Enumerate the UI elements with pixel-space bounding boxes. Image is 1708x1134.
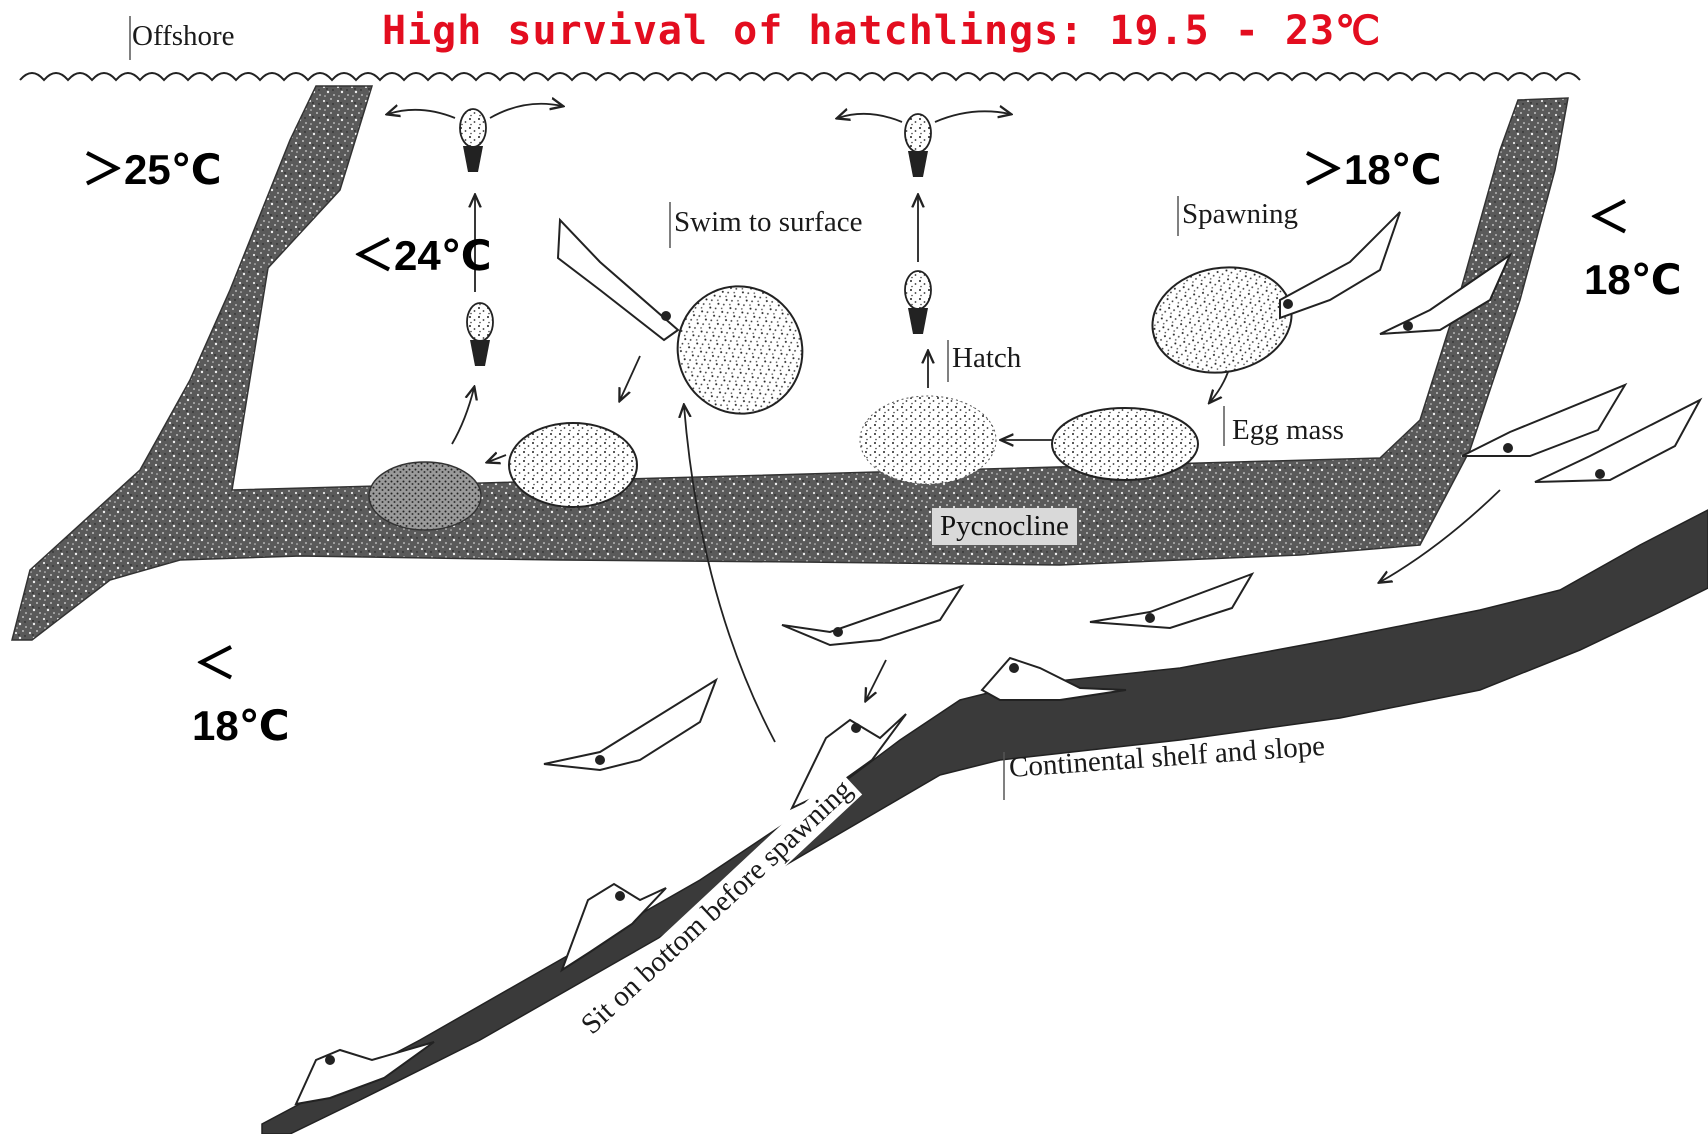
offshore-label: Offshore [132, 20, 235, 53]
egg-mass-released [1052, 408, 1198, 480]
spawning-squid-left [558, 220, 823, 434]
spawning-squid-right [1144, 212, 1400, 383]
egg-mass-on-pycnocline-dense [369, 462, 481, 530]
temp-gt-18: ＞18℃ [1302, 146, 1442, 194]
arrow-hatchling-right-out [490, 104, 562, 118]
hatch-label: Hatch [952, 342, 1021, 375]
egg-mass-on-pycnocline [509, 423, 637, 507]
spawning-label: Spawning [1182, 198, 1298, 231]
temp-lt-18-right-value: 18℃ [1584, 256, 1682, 304]
arrow-surface-right-out [935, 111, 1010, 122]
sea-surface-wave [20, 73, 1580, 80]
hatchling-1 [460, 109, 486, 172]
temp-gt-25: ＞25℃ [82, 146, 222, 194]
arrow-surface-left-out [838, 114, 902, 122]
adult-squid-left-1 [544, 680, 716, 770]
adult-squid-mid-2 [1090, 574, 1252, 628]
arrow-hatchling-left-out [388, 110, 455, 118]
temp-lt-18-right-symbol: ＜ [1588, 194, 1630, 242]
seafloor-shelf-slope [262, 510, 1708, 1134]
arrow-spawn-down-left [620, 356, 640, 400]
hatchling-4 [905, 271, 931, 334]
pycnocline-label: Pycnocline [932, 508, 1077, 545]
temp-lt-18-left-symbol: ＜ [194, 640, 236, 688]
adult-squid-mid-1 [782, 586, 962, 645]
swim-to-surface-label: Swim to surface [674, 206, 862, 239]
temp-lt-24: ＜24℃ [352, 232, 492, 280]
arrow-eggs-left [488, 455, 506, 462]
egg-mass-hatching [860, 396, 996, 484]
hatchling-3 [905, 114, 931, 177]
arrow-mid-squid-descend [866, 660, 886, 700]
arrow-spawn-release [1210, 372, 1228, 402]
egg-mass-label: Egg mass [1232, 414, 1344, 447]
temp-lt-18-left-value: 18℃ [192, 702, 290, 750]
arrow-eggs-to-hatchling [452, 388, 474, 444]
hatchling-2 [467, 303, 493, 366]
page-title: High survival of hatchlings: 19.5 - 23℃ [382, 8, 1381, 54]
